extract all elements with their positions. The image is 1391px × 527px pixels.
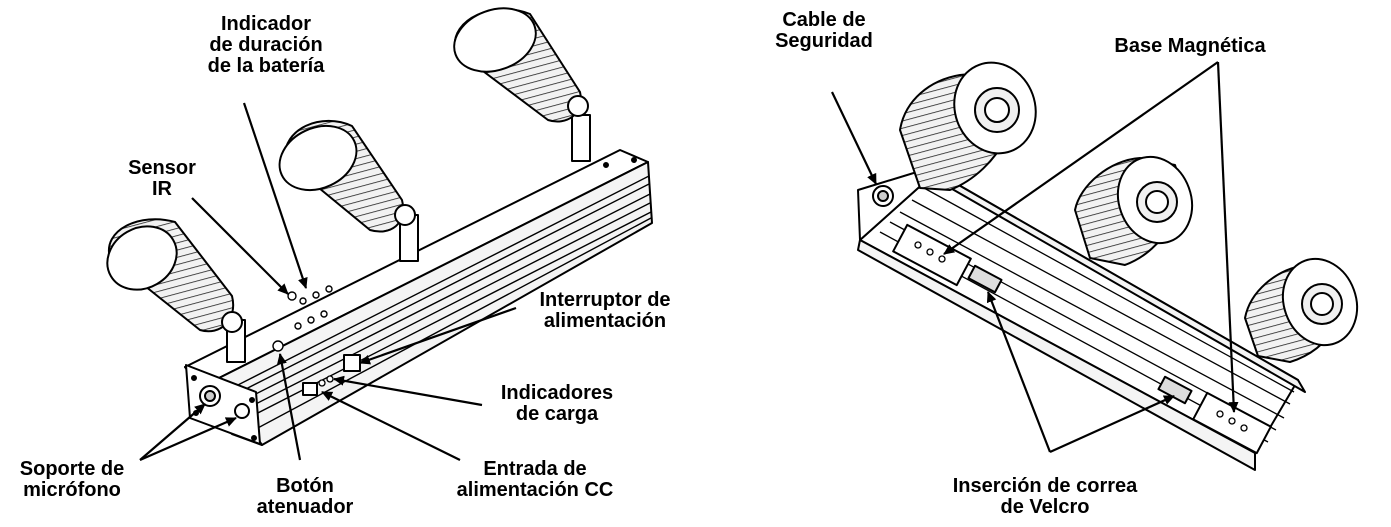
- label-mic-mount: Soporte de micrófono: [19, 458, 125, 501]
- label-velcro-insert: Inserción de correa de Velcro: [952, 475, 1138, 518]
- dc-input-port: [302, 382, 318, 396]
- label-power-switch: Interruptor de alimentación: [539, 289, 671, 332]
- left-end-plate: [185, 364, 261, 445]
- label-dc-input: Entrada de alimentación CC: [456, 458, 614, 501]
- indicator-dots: [272, 285, 333, 352]
- label-safety-cable: Cable de Seguridad: [775, 9, 873, 52]
- right-lamp-1: [899, 61, 1037, 191]
- right-lamp-3: [1244, 257, 1359, 363]
- right-bar-side: [857, 239, 1256, 471]
- left-lamp-2: [278, 119, 416, 233]
- label-dimmer-button: Botón atenuador: [256, 475, 354, 518]
- power-switch: [343, 354, 361, 372]
- mic-socket-2: [234, 403, 250, 419]
- label-charge-indicators: Indicadores de carga: [500, 382, 614, 425]
- label-battery-indicator: Indicador de duración de la batería: [207, 13, 325, 77]
- right-lamp-2: [1074, 155, 1194, 266]
- right-leaders: [831, 61, 1239, 454]
- left-leaders: [139, 102, 517, 462]
- left-lamp-1: [106, 218, 243, 333]
- velcro-slot-1: [967, 264, 1003, 294]
- label-magnetic-base: Base Magnética: [1114, 35, 1266, 57]
- left-lamp-3: [453, 7, 589, 123]
- left-bar-grooves: [231, 175, 652, 431]
- label-ir-sensor: Sensor IR: [128, 157, 196, 200]
- left-fixture: [106, 7, 653, 446]
- right-fixture: [857, 61, 1359, 471]
